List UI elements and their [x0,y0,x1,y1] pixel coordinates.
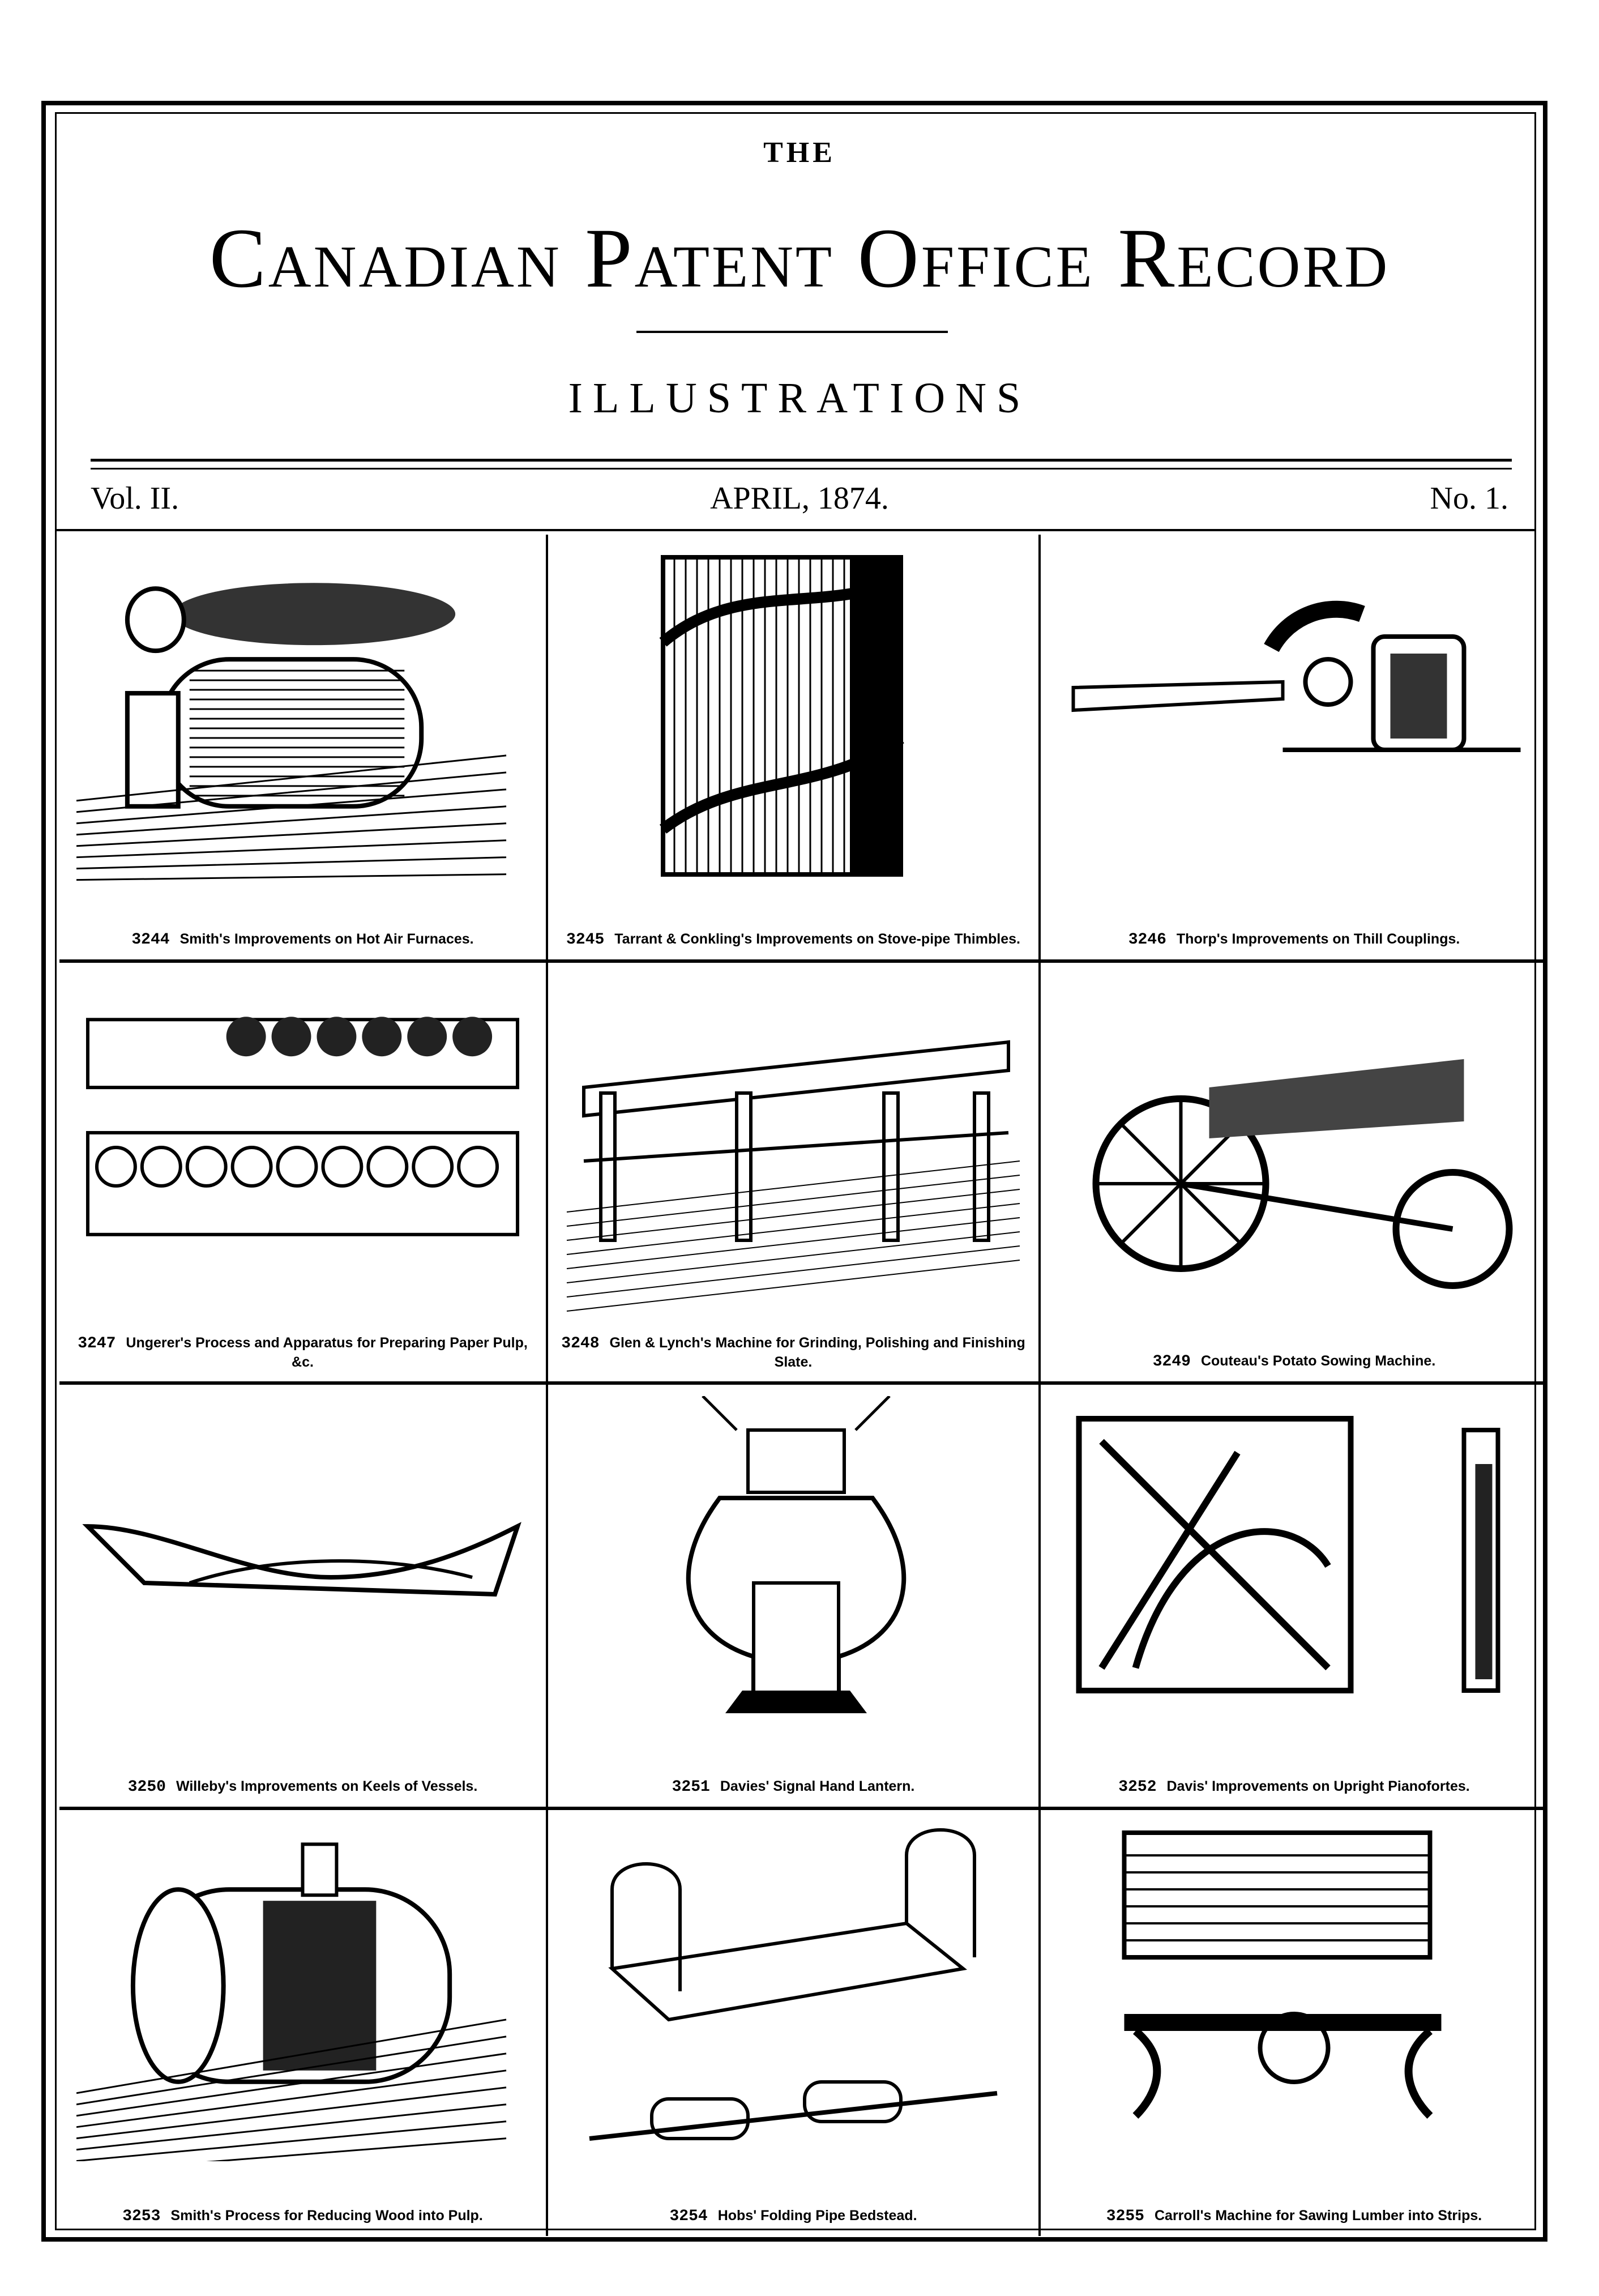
patent-number: 3245 [566,931,605,949]
divider [636,331,948,333]
panel-caption: 3254 Hobs' Folding Pipe Bedstead. [559,2207,1027,2226]
panel-caption: 3248 Glen & Lynch's Machine for Grinding,… [559,1334,1027,1371]
bedstead-icon [589,1828,998,2141]
issue-number: No. 1. [1430,481,1508,516]
patent-title: Tarrant & Conkling's Improvements on Sto… [614,931,1020,947]
patent-number: 3251 [672,1778,710,1796]
illustration-panel: 3250 Willeby's Improvements on Keels of V… [59,1385,548,1810]
panel-caption: 3244 Smith's Improvements on Hot Air Furn… [71,930,535,949]
saw-machine-icon [1122,1830,1442,2119]
patent-number: 3244 [131,931,170,949]
lantern-icon [686,1396,907,1713]
patent-title: Davies' Signal Hand Lantern. [720,1778,915,1794]
panel-caption: 3247 Ungerer's Process and Apparatus for … [71,1334,535,1371]
patent-number: 3246 [1128,931,1166,949]
masthead-subtitle: ILLUSTRATIONS [568,374,1031,422]
page-inner-border [55,112,1536,2230]
divider [91,459,1512,462]
issue-date: APRIL, 1874. [710,481,889,516]
patent-number: 3252 [1118,1778,1157,1796]
keel-icon [82,1522,521,1597]
furnace-icon [76,583,507,881]
volume-label: Vol. II. [91,481,179,516]
patent-number: 3254 [669,2208,708,2225]
patent-title: Hobs' Folding Pipe Bedstead. [717,2208,917,2224]
patent-title: Thorp's Improvements on Thill Couplings. [1176,931,1460,947]
illustration-panel: 3246 Thorp's Improvements on Thill Coupli… [1041,535,1547,963]
panel-caption: 3252 Davis' Improvements on Upright Piano… [1052,1777,1536,1796]
panel-caption: 3253 Smith's Process for Reducing Wood in… [71,2207,535,2226]
wood-pulp-boiler-icon [76,1842,507,2161]
panel-caption: 3251 Davies' Signal Hand Lantern. [559,1777,1027,1796]
patent-number: 3248 [561,1335,600,1352]
patent-title: Willeby's Improvements on Keels of Vesse… [176,1778,478,1794]
patent-title: Smith's Improvements on Hot Air Furnaces… [179,931,474,947]
patent-title: Couteau's Potato Sowing Machine. [1200,1353,1436,1369]
patent-number: 3250 [127,1778,166,1796]
patent-title: Smith's Process for Reducing Wood into P… [170,2208,483,2224]
illustration-panel: 3244 Smith's Improvements on Hot Air Furn… [59,535,548,963]
illustration-panel: 3253 Smith's Process for Reducing Wood in… [59,1810,548,2236]
illustration-panel: 3252 Davis' Improvements on Upright Piano… [1041,1385,1547,1810]
panel-caption: 3250 Willeby's Improvements on Keels of V… [71,1777,535,1796]
patent-number: 3249 [1152,1353,1191,1371]
illustration-panel: 3255 Carroll's Machine for Sawing Lumber … [1041,1810,1547,2236]
slate-machine-icon [566,1040,1020,1312]
patent-title: Carroll's Machine for Sawing Lumber into… [1154,2208,1482,2224]
panel-caption: 3246 Thorp's Improvements on Thill Coupli… [1052,930,1536,949]
patent-number: 3253 [122,2208,161,2225]
thill-coupling-icon [1071,600,1521,752]
patent-number: 3247 [78,1335,116,1352]
patent-title: Ungerer's Process and Apparatus for Prep… [126,1335,528,1370]
piano-frame-icon [1076,1416,1500,1693]
illustration-panel: 3248 Glen & Lynch's Machine for Grinding,… [548,963,1041,1385]
masthead-title: Canadian Patent Office Record [209,211,1390,305]
illustration-panel: 3245 Tarrant & Conkling's Improvements on… [548,535,1041,963]
panel-caption: 3245 Tarrant & Conkling's Improvements on… [559,930,1027,949]
masthead-the: THE [763,136,836,169]
illustration-panel: 3254 Hobs' Folding Pipe Bedstead. [548,1810,1041,2236]
divider [55,529,1536,531]
pipe-thimble-icon [659,555,904,877]
illustration-panel: 3249 Couteau's Potato Sowing Machine. [1041,963,1547,1385]
illustration-panel: 3251 Davies' Signal Hand Lantern. [548,1385,1041,1810]
divider [91,468,1512,470]
pulp-apparatus-icon [85,1017,520,1236]
page-border [41,101,1547,2242]
panel-caption: 3255 Carroll's Machine for Sawing Lumber … [1052,2207,1536,2226]
illustration-panel: 3247 Ungerer's Process and Apparatus for … [59,963,548,1385]
illustration-grid: 3244 Smith's Improvements on Hot Air Furn… [59,535,1547,2236]
patent-title: Glen & Lynch's Machine for Grinding, Pol… [609,1335,1025,1370]
patent-number: 3255 [1106,2208,1144,2225]
patent-title: Davis' Improvements on Upright Pianofort… [1166,1778,1470,1794]
panel-caption: 3249 Couteau's Potato Sowing Machine. [1052,1352,1536,1371]
potato-sower-icon [1092,1059,1513,1289]
